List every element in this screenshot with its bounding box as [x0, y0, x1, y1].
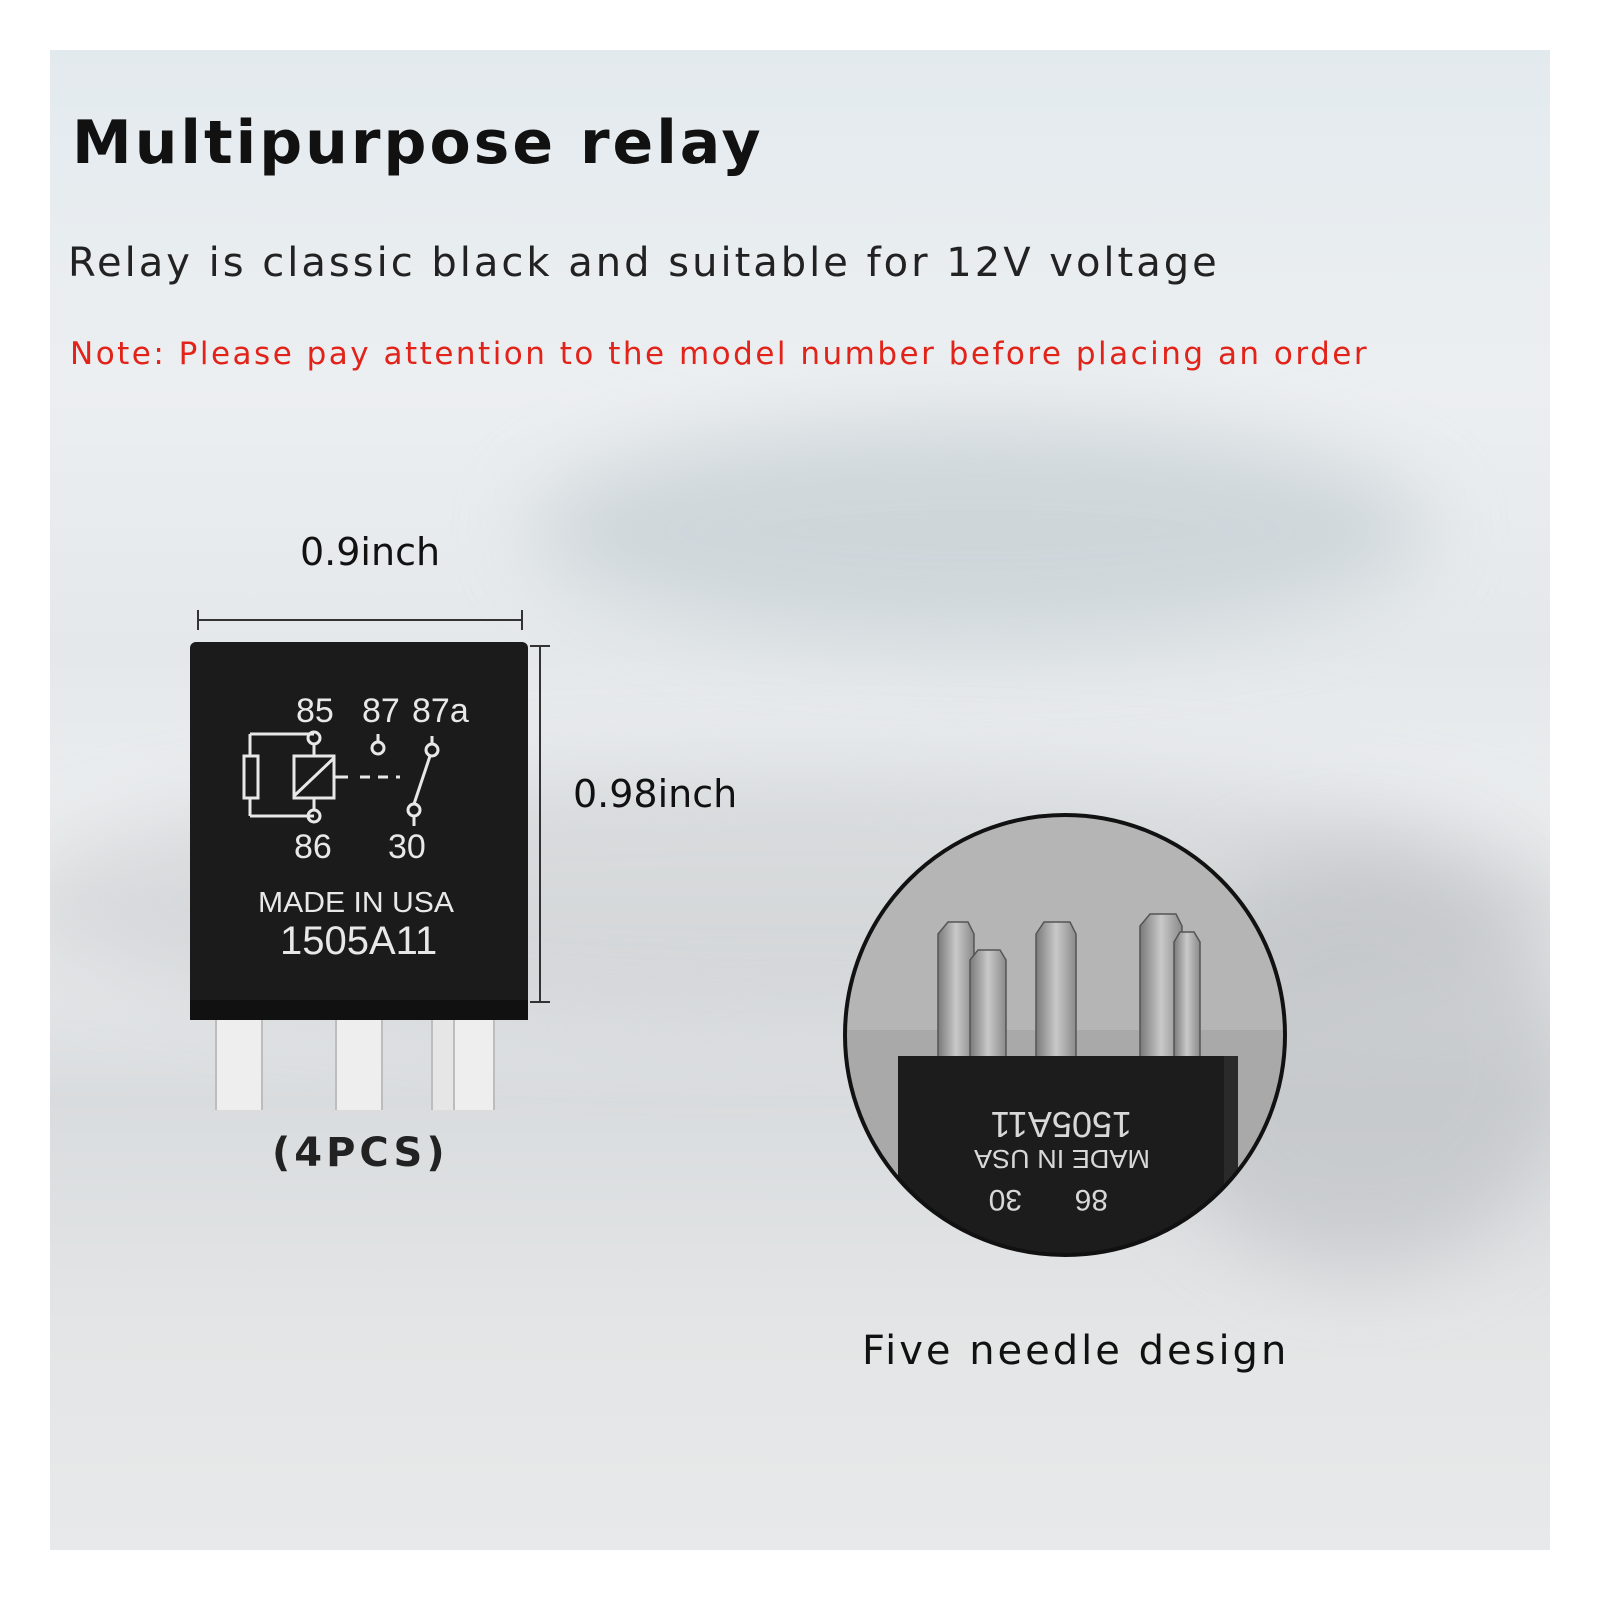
page-title: Multipurpose relay: [72, 108, 764, 178]
closeup-made-in-label: MADE IN USA: [973, 1144, 1150, 1174]
pin-label-86: 86: [294, 828, 332, 866]
pin-label-87a: 87a: [412, 692, 469, 730]
subtitle: Relay is classic black and suitable for …: [68, 240, 1220, 286]
closeup-illustration: 1505A11 MADE IN USA 30 86: [843, 813, 1287, 1257]
quantity-label: (4PCS): [272, 1130, 449, 1176]
closeup-pin-label-86: 86: [1075, 1183, 1108, 1216]
order-note: Note: Please pay attention to the model …: [70, 336, 1370, 372]
relay-illustration: 85 87 87a 86 30 MADE IN USA 1505A11: [190, 610, 550, 1110]
product-image-panel: Multipurpose relay Relay is classic blac…: [50, 50, 1550, 1550]
bg-blur-windshield: [530, 420, 1430, 640]
relay-model-label: 1505A11: [280, 919, 437, 963]
relay-schematic: [242, 730, 440, 826]
pin-label-30: 30: [388, 828, 426, 866]
closeup-pin-label-30: 30: [989, 1183, 1022, 1216]
closeup-needles: [937, 913, 1201, 1061]
pin-label-87: 87: [362, 692, 400, 730]
pin-label-85: 85: [296, 692, 334, 730]
width-dimension-label: 0.9inch: [300, 530, 441, 574]
width-dimension-line: [197, 610, 523, 630]
height-dimension-label: 0.98inch: [573, 772, 738, 816]
relay-body: [190, 642, 528, 1020]
closeup-caption: Five needle design: [862, 1328, 1290, 1374]
height-dimension-line: [530, 645, 550, 1003]
closeup-model-label: 1505A11: [991, 1104, 1132, 1145]
relay-made-in-label: MADE IN USA: [258, 887, 455, 919]
